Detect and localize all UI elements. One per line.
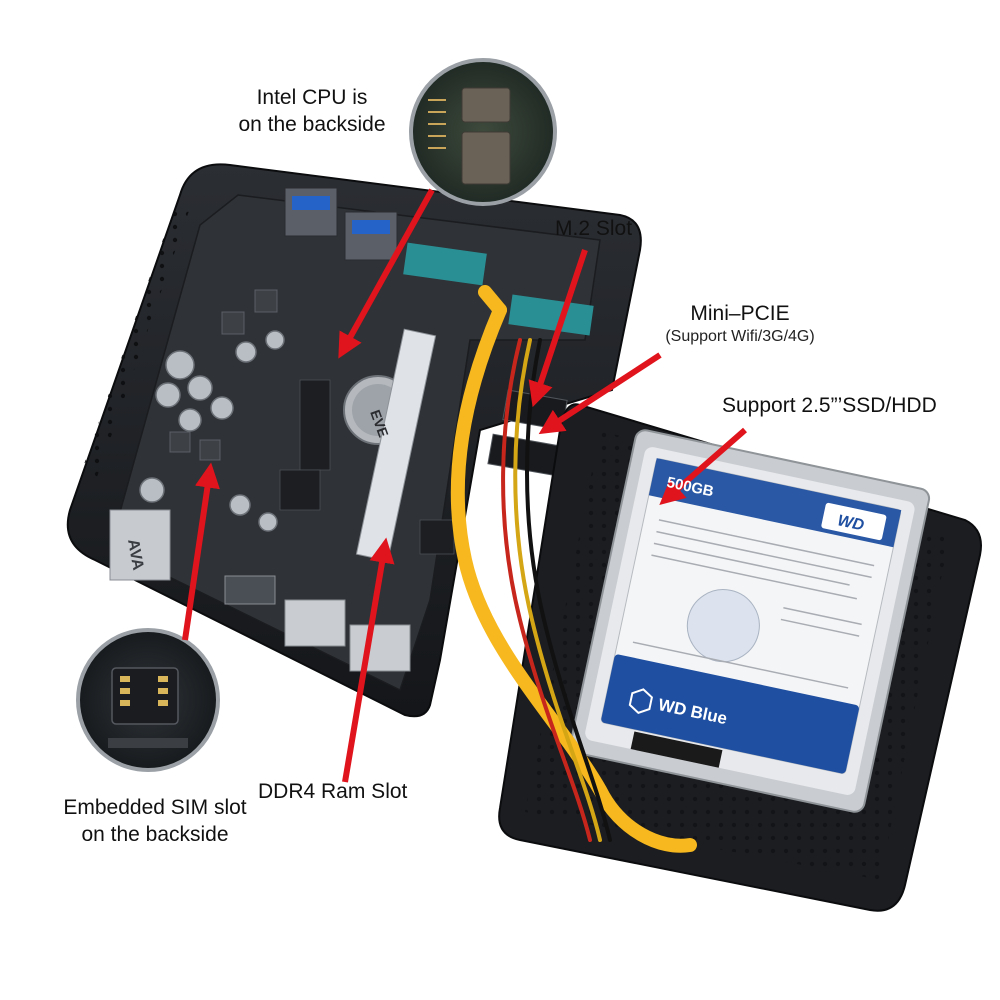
- callout-sim: Embedded SIM slot on the backside: [40, 794, 270, 848]
- sim-zoom-bubble: [76, 628, 220, 772]
- audio-port-block: [109, 509, 171, 581]
- teal-connector: [403, 242, 487, 286]
- mini-pcie-slot: [487, 433, 563, 477]
- capacitor-cluster: [139, 330, 285, 532]
- callout-storage-label: Support 2.5”’SSD/HDD: [722, 394, 937, 417]
- ethernet-port: [349, 624, 411, 672]
- callout-cpu-line1: Intel CPU is: [256, 86, 368, 109]
- hdmi-port: [224, 575, 276, 605]
- usb-port: [344, 211, 398, 261]
- teal-connector: [508, 294, 594, 336]
- callout-m2: M.2 Slot: [555, 215, 632, 242]
- callout-mini-pcie-sub: (Support Wifi/3G/4G): [665, 328, 815, 345]
- arrow-storage: [659, 427, 747, 505]
- callout-sim-line1: Embedded SIM slot: [63, 796, 247, 819]
- callout-ram: DDR4 Ram Slot: [258, 778, 407, 805]
- callout-cpu-line2: on the backside: [238, 113, 386, 136]
- arrow-cpu: [338, 188, 435, 359]
- ethernet-port: [284, 599, 346, 647]
- callout-m2-label: M.2 Slot: [555, 217, 633, 240]
- cpu-zoom-bubble: [409, 58, 557, 206]
- callout-mini-pcie: Mini–PCIE (Support Wifi/3G/4G): [640, 300, 840, 347]
- sata-connector: [630, 731, 723, 768]
- io-ports-text: AVA: [124, 538, 146, 572]
- callout-cpu: Intel CPU is on the backside: [222, 84, 402, 138]
- usb-port: [284, 187, 338, 237]
- callout-storage: Support 2.5”’SSD/HDD: [722, 392, 937, 419]
- arrow-sim: [182, 462, 220, 641]
- callout-arrows: [182, 188, 747, 783]
- sata-cables: [450, 285, 697, 853]
- arrow-m2: [528, 249, 588, 408]
- callout-sim-line2: on the backside: [81, 823, 229, 846]
- wd-logo: [821, 502, 887, 541]
- callout-mini-pcie-label: Mini–PCIE: [690, 302, 790, 325]
- arrow-mini-pcie: [538, 352, 662, 435]
- callout-ram-label: DDR4 Ram Slot: [258, 780, 408, 803]
- hdd-brand-text: WD: [836, 512, 866, 534]
- hdd-assembly: [569, 429, 931, 813]
- arrow-ram: [342, 537, 395, 783]
